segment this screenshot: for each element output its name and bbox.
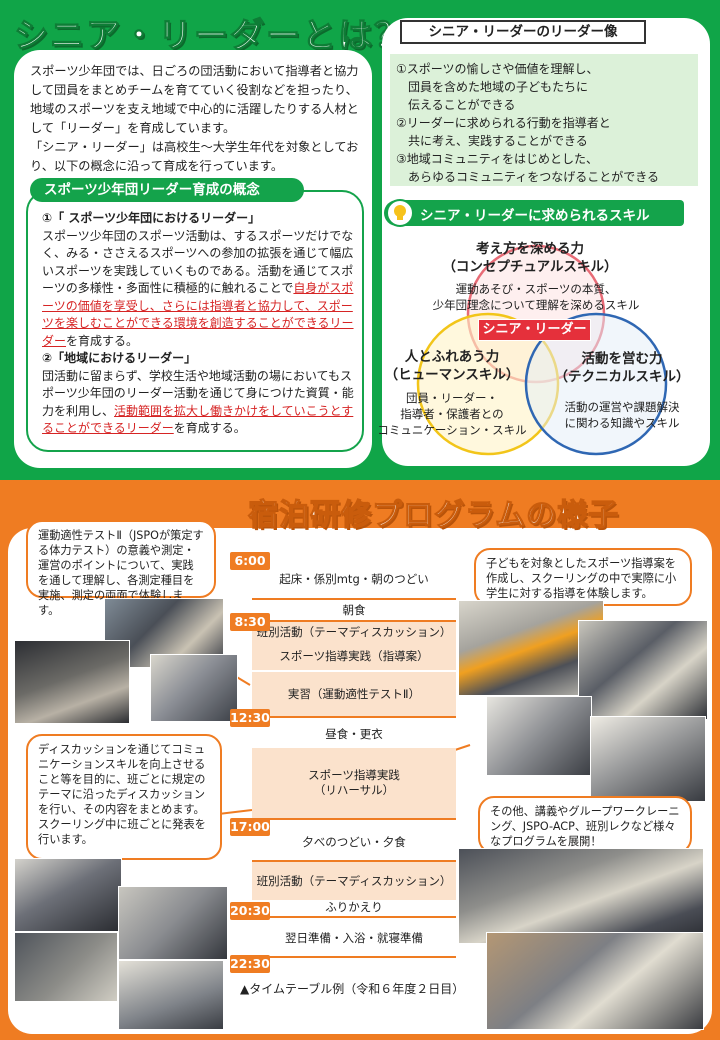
callout-other-programs: その他、講義やグループワークレーニング、JSPO-ACP、班別レクなど様々なプロ… bbox=[478, 796, 692, 854]
leader-image-line: ①スポーツの愉しさや価値を理解し、 bbox=[396, 62, 599, 76]
skills-banner bbox=[384, 200, 684, 226]
concept-item2-highlight: 活動範囲を拡大し働きかけをしていこうとすることができるリーダー bbox=[42, 403, 354, 436]
timeline-divider bbox=[252, 716, 456, 718]
photo-fitness-test-2 bbox=[14, 640, 130, 724]
intro-paragraph-1: スポーツ少年団では、日ごろの団活動において指導者と協力して団員をまとめチームを育… bbox=[30, 64, 359, 135]
leader-image-line: ②リーダーに求められる行動を指導者と bbox=[396, 116, 611, 130]
time-0830: 8:30 bbox=[230, 613, 270, 631]
skill-technical-desc-1: 活動の運営や課題解決 bbox=[564, 400, 680, 414]
concept-item1-body: スポーツ少年団のスポーツ活動は、するスポーツだけでなく、みる・ささえるスポーツへ… bbox=[42, 228, 358, 351]
venn-circle-technical bbox=[524, 312, 668, 456]
leader-image-title: シニア・リーダーのリーダー像 bbox=[400, 20, 646, 44]
skill-human-desc-3: コミュニケーション・スキル bbox=[377, 423, 527, 437]
timeline-rehearsal: スポーツ指導実践 （リハーサル） bbox=[252, 748, 456, 818]
timeline-group1: 班別活動（テーマディスカッション） bbox=[252, 622, 456, 642]
concept-item1-pre: スポーツ少年団のスポーツ活動は、するスポーツだけでなく、みる・ささえるスポーツへ… bbox=[42, 228, 354, 296]
concept-box bbox=[26, 190, 364, 452]
skill-human-head: 人とふれあう力 bbox=[404, 349, 500, 365]
callout-coaching: 子どもを対象としたスポーツ指導案を作成し、スクーリングの中で実際に小学生に対する… bbox=[474, 548, 692, 606]
time-2230: 22:30 bbox=[230, 955, 270, 973]
lightbulb-icon bbox=[386, 199, 414, 227]
timeline-rehearsal-1: スポーツ指導実践 bbox=[308, 768, 400, 782]
timeline-divider bbox=[252, 916, 456, 918]
leader-image-line: 共に考え、実践することができる bbox=[396, 134, 588, 148]
photo-coaching-3 bbox=[486, 696, 592, 776]
timeline-divider bbox=[252, 956, 456, 958]
photo-discussion-2 bbox=[118, 886, 228, 960]
timeline-lunch: 昼食・更衣 bbox=[325, 727, 383, 741]
skill-conceptual-head: 考え方を深める力 bbox=[476, 241, 584, 257]
skill-conceptual-desc-1: 運動あそび・スポーツの本質、 bbox=[455, 282, 617, 296]
timeline-prep: 翌日準備・入浴・就寝準備 bbox=[285, 931, 423, 945]
intro-paragraph-2: 「シニア・リーダー」は高校生～大学生年代を対象としており、以下の概念に沿って育成… bbox=[30, 140, 359, 173]
skill-human: 人とふれあう力 （ヒューマンスキル） bbox=[378, 348, 526, 384]
concept-item2-heading: ②「地域におけるリーダー」 bbox=[42, 351, 197, 365]
skill-human-desc-1: 団員・リーダー・ bbox=[406, 391, 498, 405]
photo-discussion-4 bbox=[118, 960, 224, 1030]
senior-leader-tag: シニア・リーダー bbox=[478, 319, 591, 341]
skill-human-desc-2: 指導者・保護者との bbox=[400, 407, 504, 421]
concept-item2-body: 団活動に留まらず、学校生活や地域活動の場においてもスポーツ少年団のリーダー活動を… bbox=[42, 368, 358, 438]
photo-fitness-test-3 bbox=[150, 654, 238, 722]
photo-coaching-2 bbox=[578, 620, 708, 720]
skill-technical: 活動を営む力 （テクニカルスキル） bbox=[552, 350, 692, 386]
skill-technical-desc-2: に関わる知識やスキル bbox=[564, 416, 680, 430]
photo-discussion-3 bbox=[14, 932, 118, 1002]
intro-text: スポーツ少年団では、日ごろの団活動において指導者と協力して団員をまとめチームを育… bbox=[30, 62, 365, 176]
skill-conceptual-desc-2: 少年団理念について理解を深めるスキル bbox=[432, 298, 640, 312]
skill-technical-sub: （テクニカルスキル） bbox=[554, 369, 690, 385]
skill-technical-desc: 活動の運営や課題解決 に関わる知識やスキル bbox=[552, 399, 692, 431]
concept-item1-post: を育成する。 bbox=[66, 333, 139, 348]
timeline-dinner: 夕べのつどい・夕食 bbox=[302, 835, 406, 849]
callout-discussion: ディスカッションを通じてコミュニケーションスキルを向上させること等を目的に、班ご… bbox=[26, 734, 222, 860]
leader-image-line: ③地域コミュニティをはじめとした、 bbox=[396, 152, 599, 166]
skill-human-desc: 団員・リーダー・ 指導者・保護者との コミュニケーション・スキル bbox=[372, 390, 532, 438]
concept-item1-heading: ①「 スポーツ少年団におけるリーダー」 bbox=[42, 211, 261, 225]
skill-conceptual-sub: （コンセプチュアルスキル） bbox=[442, 259, 618, 275]
skill-technical-head: 活動を営む力 bbox=[581, 351, 663, 367]
leader-image-list: ①スポーツの愉しさや価値を理解し、 団員を含めた地域の子どもたちに 伝えることが… bbox=[396, 60, 696, 186]
skill-conceptual: 考え方を深める力 （コンセプチュアルスキル） bbox=[440, 240, 620, 276]
time-2030: 20:30 bbox=[230, 902, 270, 920]
time-1700: 17:00 bbox=[230, 818, 270, 836]
time-0600: 6:00 bbox=[230, 552, 270, 570]
skill-conceptual-desc: 運動あそび・スポーツの本質、 少年団理念について理解を深めるスキル bbox=[408, 281, 664, 313]
photo-discussion-1 bbox=[14, 858, 122, 932]
timeline-divider bbox=[252, 818, 456, 820]
timeline-coach-plan: スポーツ指導実践（指導案） bbox=[252, 642, 456, 670]
concept-item2-pre: 団活動に留まらず、学校生活や地域活動の場においてもスポーツ少年団のリーダー活動を… bbox=[42, 368, 354, 418]
leader-image-line: 団員を含めた地域の子どもたちに bbox=[396, 80, 589, 94]
timeline-practice: 実習（運動適性テストⅡ） bbox=[252, 672, 456, 716]
skills-title: シニア・リーダーに求められるスキル bbox=[420, 208, 650, 224]
timeline-review: ふりかえり bbox=[325, 900, 383, 914]
leader-image-line: あらゆるコミュニティをつなげることができる bbox=[396, 170, 660, 184]
concept-title: スポーツ少年団リーダー育成の概念 bbox=[30, 178, 304, 202]
timeline-rehearsal-2: （リハーサル） bbox=[313, 783, 395, 797]
program-title: 宿泊研修プログラムの様子 bbox=[247, 497, 620, 533]
skill-human-sub: （ヒューマンスキル） bbox=[384, 367, 520, 383]
concept-text: ①「 スポーツ少年団におけるリーダー」 スポーツ少年団のスポーツ活動は、するスポ… bbox=[42, 210, 358, 438]
timeline-divider bbox=[252, 598, 456, 600]
photo-coaching-4 bbox=[590, 716, 706, 802]
timeline-divider bbox=[252, 860, 456, 862]
timeline-group2: 班別活動（テーマディスカッション） bbox=[252, 862, 456, 900]
page-title: シニア・リーダーとは？ bbox=[13, 15, 410, 56]
timeline-breakfast: 朝食 bbox=[342, 603, 366, 617]
concept-item2-post: を育成する。 bbox=[173, 421, 246, 435]
leader-image-line: 伝えることができる bbox=[396, 98, 516, 112]
time-1230: 12:30 bbox=[230, 709, 270, 727]
photo-recreation bbox=[486, 932, 704, 1030]
callout-fitness-test: 運動適性テストⅡ（JSPOが策定する体力テスト）の意義や測定・運営のポイントにつ… bbox=[26, 520, 216, 617]
timeline-wake: 起床・係別mtg・朝のつどい bbox=[279, 572, 429, 586]
photo-lecture bbox=[458, 848, 704, 944]
timeline-divider bbox=[252, 620, 456, 622]
skills-venn-diagram bbox=[416, 244, 668, 456]
leader-image-box bbox=[390, 54, 698, 186]
timeline-caption: ▲タイムテーブル例（令和６年度２日目） bbox=[240, 982, 465, 996]
concept-item1-highlight: 自身がスポーツの価値を享受し、さらには指導者と協力して、スポーツを楽しむことがで… bbox=[42, 281, 354, 348]
